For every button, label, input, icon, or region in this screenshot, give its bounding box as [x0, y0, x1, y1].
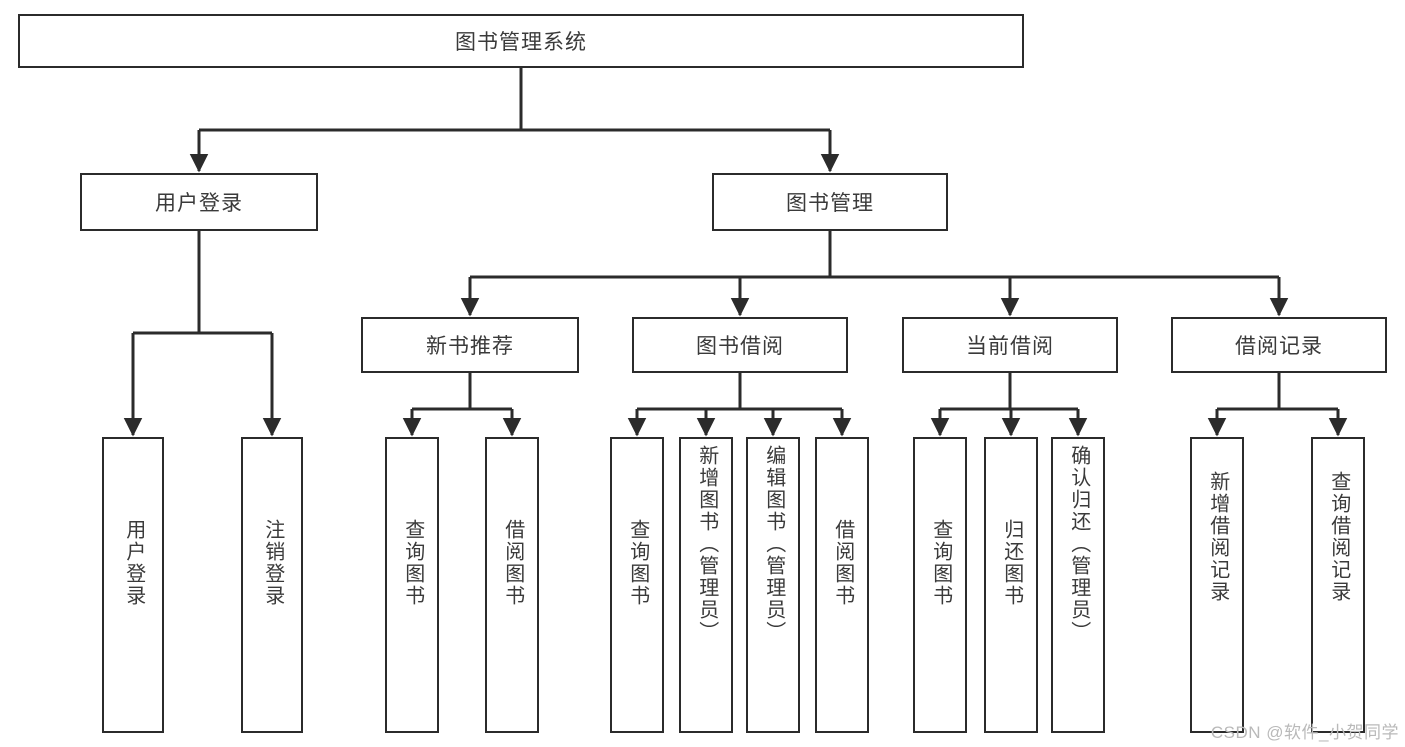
node-label: 新增借阅记录: [1206, 471, 1229, 603]
node-current[interactable]: 当前借阅: [902, 317, 1118, 373]
node-leaf-query-book-3[interactable]: 查询图书: [913, 437, 967, 733]
node-label: 确认归还（管理员）: [1067, 445, 1090, 643]
node-leaf-query-record[interactable]: 查询借阅记录: [1311, 437, 1365, 733]
node-label: 查询图书: [401, 519, 424, 607]
node-label: 新增图书（管理员）: [695, 445, 718, 643]
node-leaf-query-book-2[interactable]: 查询图书: [610, 437, 664, 733]
node-leaf-return-book[interactable]: 归还图书: [984, 437, 1038, 733]
node-label: 查询图书: [929, 519, 952, 607]
node-leaf-add-record[interactable]: 新增借阅记录: [1190, 437, 1244, 733]
node-label: 归还图书: [1000, 519, 1023, 607]
node-leaf-add-book[interactable]: 新增图书（管理员）: [679, 437, 733, 733]
edge-paths: [123, 68, 1348, 437]
node-label: 用户登录: [122, 519, 145, 607]
node-leaf-borrow-book-1[interactable]: 借阅图书: [485, 437, 539, 733]
node-root[interactable]: 图书管理系统: [18, 14, 1024, 68]
node-leaf-query-book-1[interactable]: 查询图书: [385, 437, 439, 733]
node-label: 图书管理: [786, 192, 874, 215]
node-label: 借阅图书: [501, 519, 524, 607]
node-borrow[interactable]: 图书借阅: [632, 317, 848, 373]
node-login[interactable]: 用户登录: [80, 173, 318, 231]
node-label: 图书管理系统: [455, 31, 587, 54]
node-label: 借阅图书: [831, 519, 854, 607]
node-label: 查询图书: [626, 519, 649, 607]
watermark-label: CSDN @软件_小贺同学: [1210, 723, 1399, 742]
node-label: 新书推荐: [426, 335, 514, 358]
node-label: 注销登录: [261, 519, 284, 607]
node-newbook[interactable]: 新书推荐: [361, 317, 579, 373]
node-label: 编辑图书（管理员）: [762, 445, 785, 643]
node-leaf-borrow-book-2[interactable]: 借阅图书: [815, 437, 869, 733]
node-label: 当前借阅: [966, 335, 1054, 358]
node-bookmgmt[interactable]: 图书管理: [712, 173, 948, 231]
node-label: 图书借阅: [696, 335, 784, 358]
node-label: 查询借阅记录: [1327, 471, 1350, 603]
node-leaf-confirm-return[interactable]: 确认归还（管理员）: [1051, 437, 1105, 733]
node-leaf-edit-book[interactable]: 编辑图书（管理员）: [746, 437, 800, 733]
node-leaf-user-login[interactable]: 用户登录: [102, 437, 164, 733]
node-leaf-logout[interactable]: 注销登录: [241, 437, 303, 733]
node-label: 用户登录: [155, 192, 243, 215]
node-records[interactable]: 借阅记录: [1171, 317, 1387, 373]
node-label: 借阅记录: [1235, 335, 1323, 358]
